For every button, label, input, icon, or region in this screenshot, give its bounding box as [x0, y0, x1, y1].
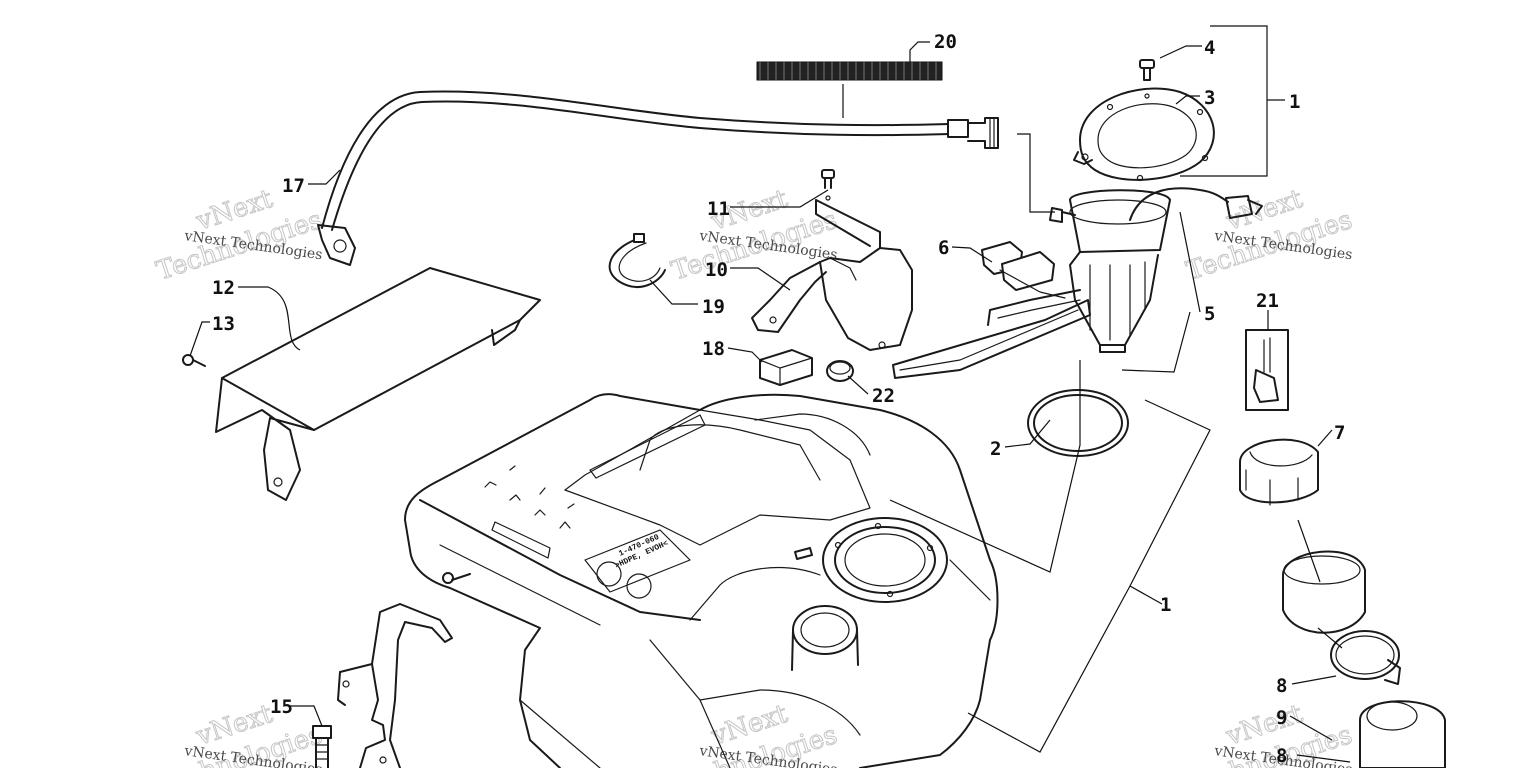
part-5-fuel-pump-module [892, 187, 1263, 379]
watermark: vNext Technologies vNext Technologies [1182, 698, 1356, 768]
part-15-bolt [312, 725, 332, 768]
callout-9: 9 [1276, 707, 1287, 729]
callout-8: 8 [1276, 675, 1287, 697]
callout-15: 15 [270, 696, 293, 718]
part-15-bracket [337, 603, 453, 768]
watermark: vNext Technologies vNext Technologies [152, 183, 326, 287]
callout-19: 19 [702, 296, 725, 318]
part-17-fuel-line [317, 90, 999, 266]
part-20-corrugated-sleeve [756, 61, 943, 81]
callout-8b: 8 [1276, 745, 1287, 767]
watermark: vNext Technologies vNext Technologies [152, 698, 326, 768]
callout-1b: 1 [1160, 594, 1171, 616]
part-4-screw [1139, 59, 1155, 99]
part-6-connector [981, 241, 1066, 299]
callout-22: 22 [872, 385, 895, 407]
part-22-grommet [826, 360, 854, 382]
callout-20: 20 [934, 31, 957, 53]
callout-11: 11 [707, 198, 730, 220]
part-18-pad [759, 349, 813, 386]
callout-3: 3 [1204, 87, 1215, 109]
part-7-filler-cap [1239, 438, 1319, 506]
part-2-gasket [1027, 389, 1129, 457]
fuel-tank: 1-470-060 >HDPE, EVOH< [404, 393, 999, 768]
callout-10: 10 [705, 259, 728, 281]
callout-18: 18 [702, 338, 725, 360]
watermark-group: vNext Technologies vNext Technologies vN… [152, 183, 1356, 768]
part-3-flange-ring [1073, 87, 1215, 182]
callout-21: 21 [1256, 290, 1279, 312]
callout-labels: 20 4 3 1 17 11 6 10 19 12 13 21 5 18 22 … [212, 31, 1345, 767]
callout-17: 17 [282, 175, 305, 197]
callout-7: 7 [1334, 422, 1345, 444]
callout-1: 1 [1289, 91, 1300, 113]
callout-2: 2 [990, 438, 1001, 460]
leader-lines [189, 25, 1351, 763]
part-12-heat-shield [215, 267, 541, 501]
part-13-screw [182, 354, 206, 367]
part-19-strap [608, 233, 666, 288]
watermark: vNext Technologies vNext Technologies [667, 698, 841, 768]
part-8-9-filler-neck [1282, 550, 1446, 768]
callout-12: 12 [212, 277, 235, 299]
watermark: vNext Technologies vNext Technologies [1182, 183, 1356, 287]
watermark: vNext Technologies vNext Technologies [667, 183, 841, 287]
callout-13: 13 [212, 313, 235, 335]
callout-5: 5 [1204, 303, 1215, 325]
callout-6: 6 [938, 237, 949, 259]
callout-4: 4 [1204, 37, 1215, 59]
part-21-sensor [1245, 329, 1289, 411]
part-11-screw [821, 169, 835, 201]
